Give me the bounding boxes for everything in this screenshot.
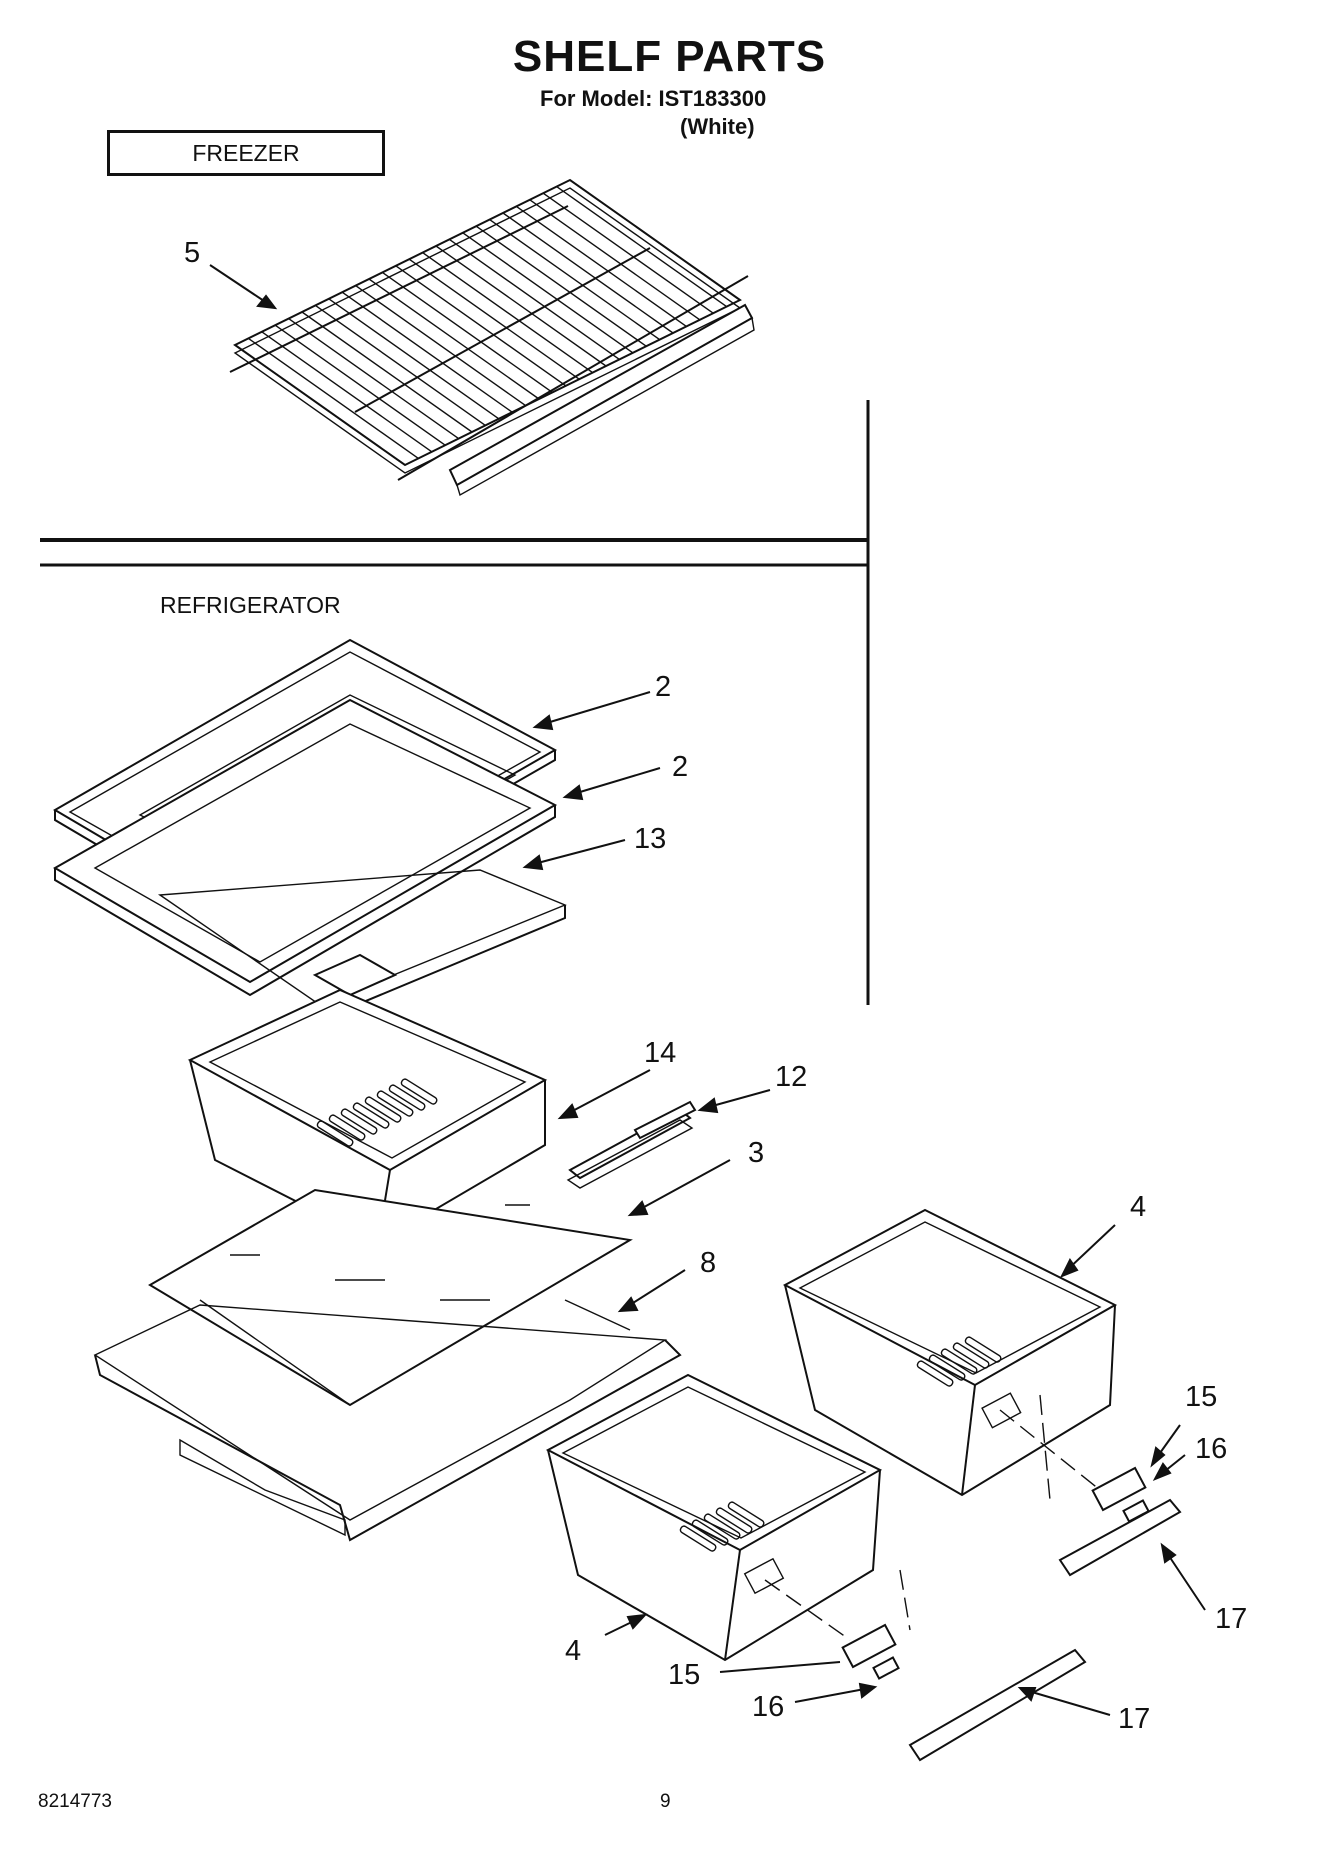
callout-15-right: 15 [1185,1381,1217,1413]
callout-17-right: 17 [1215,1603,1247,1635]
freezer-label-text: FREEZER [192,139,300,166]
crisper-hardware-right [999,1394,1182,1577]
leader-lines [209,264,1206,1716]
document-number: 8214773 [38,1791,112,1812]
freezer-wire-shelf [229,178,755,497]
callout-2-lower: 2 [672,751,688,783]
glass-shelf-lower [52,698,558,997]
callout-2-upper: 2 [655,671,671,703]
page-number: 9 [660,1791,671,1812]
callout-16-right: 16 [1195,1433,1227,1465]
section-dividers [40,400,870,1005]
callout-13: 13 [634,823,666,855]
callout-15-left: 15 [668,1659,700,1691]
crisper-frame [93,1299,682,1542]
callout-3: 3 [748,1137,764,1169]
crisper-right [782,1208,1118,1497]
freezer-section-label: FREEZER [107,130,385,176]
callout-4-left: 4 [565,1635,581,1667]
crisper-glass-cover [148,1188,633,1407]
callout-12: 12 [775,1061,807,1093]
callout-17-left: 17 [1118,1703,1150,1735]
callout-8: 8 [700,1247,716,1279]
model-line: For Model: IST183300 [540,86,767,111]
page-title: SHELF PARTS [512,32,827,81]
callout-16-left: 16 [752,1691,784,1723]
callout-4-right: 4 [1130,1191,1146,1223]
callout-5: 5 [184,237,200,269]
variant-line: (White) [680,114,755,139]
crisper-hardware-left [764,1569,1087,1762]
callout-14: 14 [644,1037,676,1069]
callout-labels: 5 2 2 13 14 12 3 8 4 15 16 17 4 15 16 17 [184,237,1247,1735]
trim-strips [566,1100,697,1189]
crisper-left [545,1373,883,1662]
refrigerator-section-label: REFRIGERATOR [160,592,341,618]
